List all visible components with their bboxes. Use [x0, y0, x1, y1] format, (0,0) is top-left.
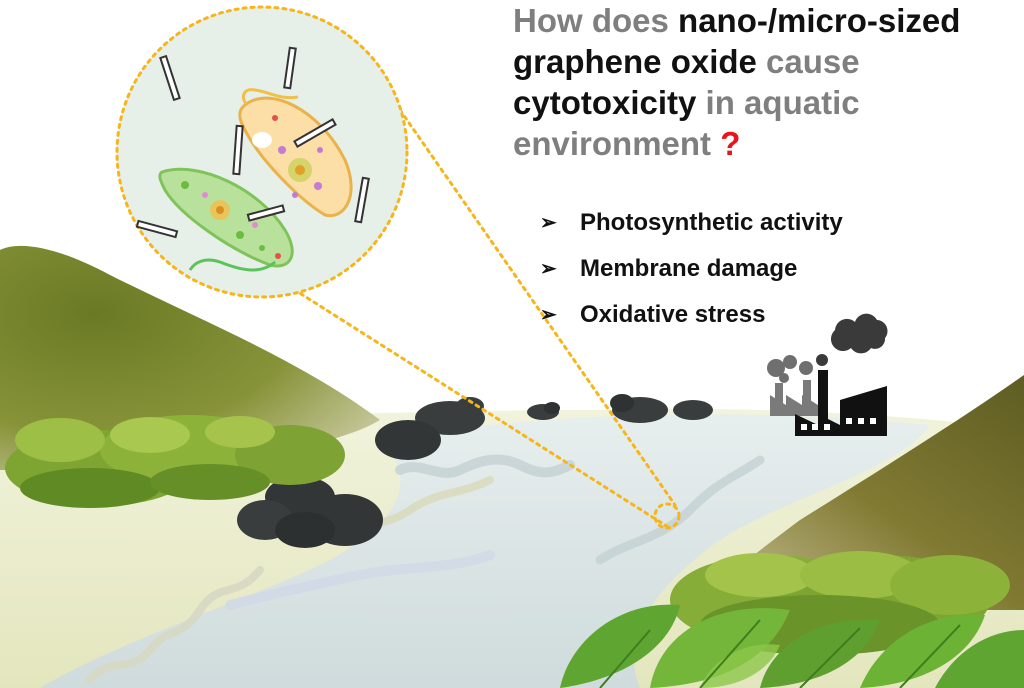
arrow-bullet-icon: ➢: [540, 304, 557, 326]
effects-list: ➢ Photosynthetic activity ➢ Membrane dam…: [540, 200, 843, 338]
arrow-bullet-icon: ➢: [540, 212, 557, 234]
list-item: ➢ Photosynthetic activity: [540, 200, 843, 246]
euglena-cell-icon: [158, 167, 294, 272]
right-hill: [690, 375, 1024, 610]
rock-cluster-near: [237, 476, 383, 548]
magnified-view: [115, 5, 409, 299]
headline-part: How does: [513, 2, 679, 39]
effect-label: Oxidative stress: [580, 301, 766, 328]
river-ripple: [86, 566, 264, 684]
arrow-bullet-icon: ➢: [540, 258, 557, 280]
zoom-target-spot: [653, 502, 681, 530]
left-hill: [0, 245, 380, 470]
effect-label: Photosynthetic activity: [580, 209, 843, 236]
river-ripple: [225, 550, 495, 610]
river-ripple: [395, 454, 575, 478]
headline-part: cytotoxicity: [513, 84, 697, 121]
list-item: ➢ Oxidative stress: [540, 292, 843, 338]
smoke-icon: [830, 313, 888, 354]
headline-question: How does nano-/micro-sized graphene oxid…: [513, 0, 1018, 164]
river: [40, 414, 930, 688]
list-item: ➢ Membrane damage: [540, 246, 843, 292]
left-bush: [5, 415, 345, 508]
foreground-leaves: [560, 604, 1024, 688]
river-ripple: [595, 455, 765, 565]
headline-part: nano-/micro-sized graphene oxide: [513, 2, 961, 80]
factory-icon: [767, 313, 888, 436]
rock-cluster-far: [527, 394, 713, 423]
question-mark: ?: [720, 125, 741, 162]
rock-cluster-mid: [375, 397, 485, 460]
headline-part: cause: [756, 43, 860, 80]
effect-label: Membrane damage: [580, 255, 798, 282]
zoom-callout-lines: [285, 108, 681, 530]
headline-part: in aquatic environment: [513, 84, 860, 162]
graphene-oxide-flake-icon: [135, 46, 370, 239]
